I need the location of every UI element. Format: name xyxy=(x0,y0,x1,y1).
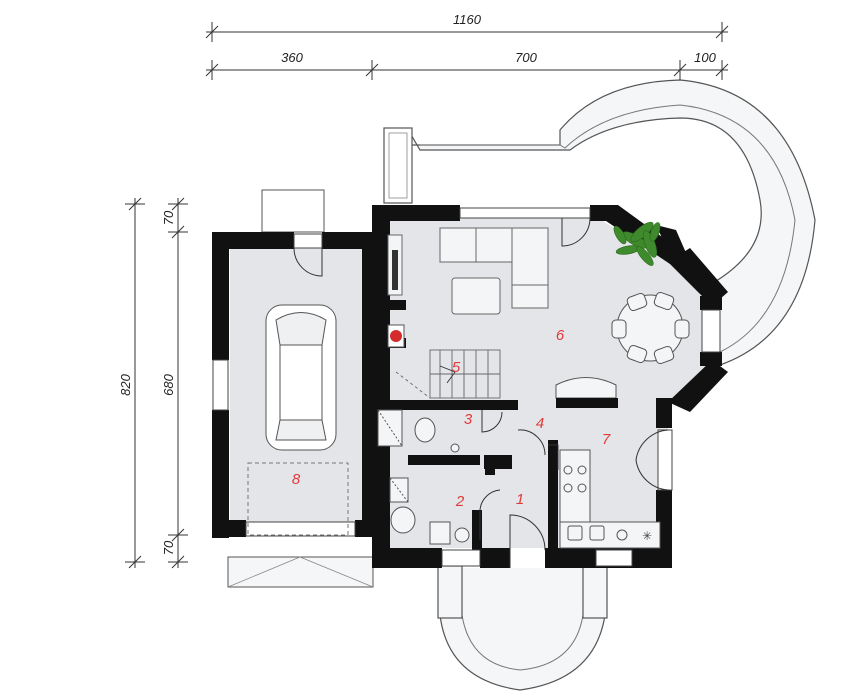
window-rear xyxy=(459,207,591,219)
window-garage-side xyxy=(212,359,229,411)
rear-pillar-inner xyxy=(388,132,408,199)
garage-canopy-rect xyxy=(227,556,374,588)
tv-cabinet xyxy=(387,234,403,296)
dim-middle-width: 700 xyxy=(515,50,537,65)
window-wc xyxy=(441,549,481,567)
window-kitchen-front xyxy=(595,549,633,567)
garage-rear-step xyxy=(261,189,325,233)
room-number-1: 1 xyxy=(516,491,524,508)
potted-plant xyxy=(613,221,661,266)
room-number-2: 2 xyxy=(455,493,465,510)
rear-pillar xyxy=(383,127,413,204)
room-number-8: 8 xyxy=(292,471,301,488)
coffee-table xyxy=(451,277,501,315)
dining-set xyxy=(611,291,690,365)
dimension-lines xyxy=(125,22,729,569)
dim-total-width: 1160 xyxy=(453,12,482,27)
dim-total-height: 820 xyxy=(118,373,133,395)
dim-right-width: 100 xyxy=(694,50,716,65)
dim-left-width: 360 xyxy=(281,50,303,65)
window-kitchen xyxy=(657,429,673,491)
room-number-5: 5 xyxy=(452,359,461,376)
front-porch xyxy=(437,565,608,691)
bathroom-fixtures xyxy=(377,409,470,545)
windows xyxy=(212,207,721,567)
porch-pillar-left xyxy=(437,565,463,619)
garage-car xyxy=(265,304,337,451)
dim-top-wall: 70 xyxy=(161,210,176,225)
terrace-inner-edge xyxy=(420,104,796,353)
garage-door xyxy=(245,521,356,537)
garage-canopy xyxy=(227,189,374,588)
porch-inner xyxy=(461,578,584,671)
garage-rear-door xyxy=(293,233,323,249)
room-number-3: 3 xyxy=(464,411,473,428)
kitchen-counters: ✳ xyxy=(559,449,661,549)
svg-text:✳: ✳ xyxy=(642,529,652,543)
room-number-4: 4 xyxy=(536,415,544,432)
window-bay xyxy=(701,309,721,353)
boiler xyxy=(387,324,405,348)
doors xyxy=(293,217,669,568)
porch-outer xyxy=(439,568,606,691)
room-number-6: 6 xyxy=(556,327,565,344)
room-number-7: 7 xyxy=(602,431,611,448)
garage-storage-area xyxy=(247,462,349,536)
dim-bottom-wall: 70 xyxy=(161,540,176,555)
staircase xyxy=(395,349,501,399)
living-sofa xyxy=(439,227,549,309)
dim-inner-height: 680 xyxy=(161,373,176,395)
kitchen-island xyxy=(555,377,618,408)
porch-pillar-right xyxy=(582,565,608,619)
